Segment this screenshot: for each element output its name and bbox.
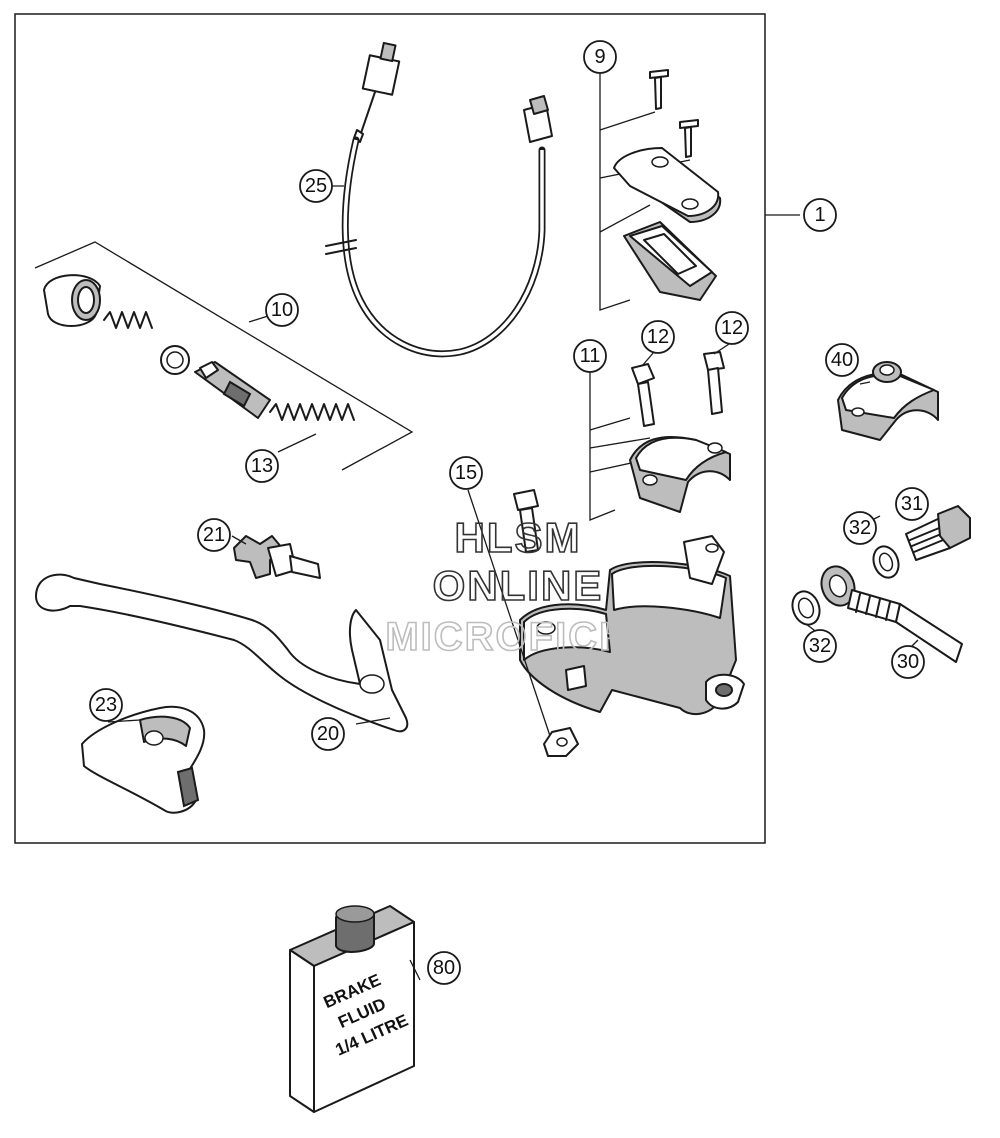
callout-10-label: 10 <box>271 299 293 321</box>
callout-23-label: 23 <box>95 694 117 716</box>
callout-13[interactable]: 13 <box>245 449 279 483</box>
callout-21[interactable]: 21 <box>197 518 231 552</box>
callout-30[interactable]: 30 <box>891 645 925 679</box>
callout-11[interactable]: 11 <box>573 339 607 373</box>
master-cylinder-body <box>513 489 745 716</box>
watermark-line-1: HLSM <box>455 514 582 561</box>
assembly-frame <box>14 13 766 844</box>
callout-80[interactable]: 80 <box>427 951 461 985</box>
watermark-line-3: MICROFICHE <box>385 615 658 659</box>
callout-31-label: 31 <box>901 493 923 515</box>
callout-1-label: 1 <box>814 204 825 226</box>
callout-32-lower[interactable]: 32 <box>803 629 837 663</box>
callout-30-label: 30 <box>897 651 919 673</box>
watermark: HLSM ONLINE MICROFICHE <box>385 513 658 660</box>
part-10-piston-kit <box>34 241 414 471</box>
callout-12-right[interactable]: 12 <box>715 311 749 345</box>
watermark-line-2: ONLINE <box>433 562 604 609</box>
callout-11-label: 11 <box>580 345 601 367</box>
callout-80-label: 80 <box>433 957 455 979</box>
callout-40[interactable]: 40 <box>825 343 859 377</box>
part-15-pivot-bolt-nut <box>467 489 579 757</box>
part-40-clamp-with-port <box>837 361 939 441</box>
callout-40-label: 40 <box>831 349 853 371</box>
part-20-brake-lever <box>35 573 409 733</box>
callout-32-upper-label: 32 <box>849 517 871 539</box>
part-30-brake-hose <box>820 565 963 663</box>
part-80-brake-fluid-bottle: BRAKE FLUID 1/4 LITRE <box>289 905 415 1113</box>
callout-21-label: 21 <box>203 524 225 546</box>
part-32-sealing-washers <box>791 545 900 626</box>
callout-32-upper[interactable]: 32 <box>843 511 877 545</box>
part-25-brake-light-switch-cable <box>325 41 553 358</box>
callout-20[interactable]: 20 <box>311 717 345 751</box>
callout-10[interactable]: 10 <box>265 293 299 327</box>
part-21-adjuster-screw <box>233 535 321 579</box>
callout-12-left-label: 12 <box>647 326 669 348</box>
callout-13-label: 13 <box>251 455 273 477</box>
callout-25[interactable]: 25 <box>299 169 333 203</box>
callout-1[interactable]: 1 <box>803 198 837 232</box>
callout-20-label: 20 <box>317 723 339 745</box>
part-31-banjo-bolt <box>905 505 971 561</box>
callout-15[interactable]: 15 <box>449 456 483 490</box>
callout-9-label: 9 <box>594 46 605 68</box>
part-11-handlebar-clamp <box>589 351 731 521</box>
callout-12-right-label: 12 <box>721 317 743 339</box>
callout-31[interactable]: 31 <box>895 487 929 521</box>
callout-15-label: 15 <box>455 462 477 484</box>
part-9-reservoir-cover <box>599 69 800 311</box>
callout-32-lower-label: 32 <box>809 635 831 657</box>
callout-23[interactable]: 23 <box>89 688 123 722</box>
callout-25-label: 25 <box>305 175 327 197</box>
part-23-lever-protector <box>81 705 206 814</box>
callout-12-left[interactable]: 12 <box>641 320 675 354</box>
callout-9[interactable]: 9 <box>583 40 617 74</box>
